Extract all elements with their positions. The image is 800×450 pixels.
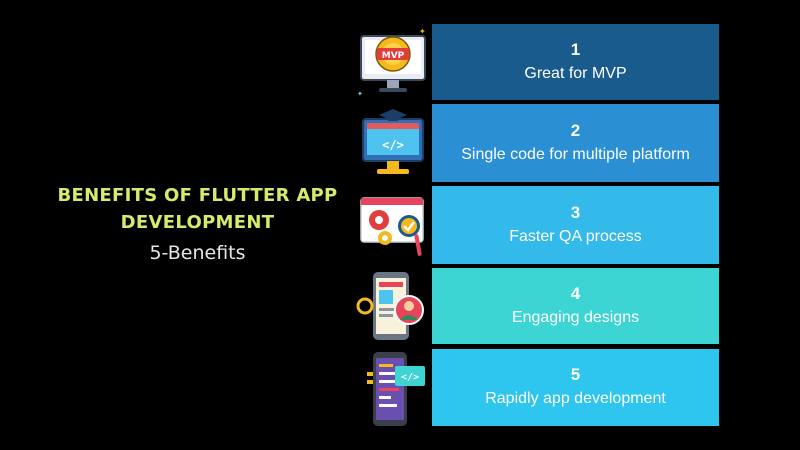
benefit-label: Engaging designs <box>511 308 640 326</box>
benefit-number: 5 <box>570 365 581 384</box>
mvp-text: MVP <box>382 51 405 61</box>
svg-text:✦: ✦ <box>357 90 363 98</box>
benefit-row-4: 4 Engaging designs <box>432 268 719 344</box>
benefit-number: 1 <box>570 39 581 59</box>
code-monitor-icon: </> <box>355 107 431 181</box>
mvp-monitor-icon: MVP ✦ ✦ <box>355 26 431 100</box>
benefit-number: 4 <box>570 283 581 303</box>
benefit-label: Great for MVP <box>524 64 627 82</box>
app-dev-phone-icon: </> <box>355 350 431 428</box>
benefit-label: Single code for multiple platform <box>461 145 690 163</box>
page-subtitle: 5-Benefits <box>149 242 246 264</box>
benefit-label: Rapidly app development <box>485 390 666 407</box>
page-title: BENEFITS OF FLUTTER APP DEVELOPMENT <box>30 182 365 236</box>
benefit-row-1: 1 Great for MVP <box>432 24 719 100</box>
page-title-line-1: BENEFITS OF FLUTTER APP <box>57 185 338 206</box>
qa-gears-icon <box>355 190 431 264</box>
svg-text:</>: </> <box>401 372 419 383</box>
benefit-number: 2 <box>570 120 581 140</box>
page-title-line-2: DEVELOPMENT <box>120 212 275 233</box>
benefit-row-2: 2 Single code for multiple platform <box>432 104 719 182</box>
benefit-row-3: 3 Faster QA process <box>432 186 719 264</box>
benefit-label: Faster QA process <box>509 227 642 245</box>
heading: BENEFITS OF FLUTTER APP DEVELOPMENT 5-Be… <box>30 182 365 264</box>
benefit-number: 3 <box>570 202 581 222</box>
svg-text:✦: ✦ <box>419 27 426 36</box>
svg-text:</>: </> <box>382 138 404 152</box>
benefit-row-5: 5 Rapidly app development <box>432 349 719 426</box>
design-phone-icon <box>355 270 431 344</box>
